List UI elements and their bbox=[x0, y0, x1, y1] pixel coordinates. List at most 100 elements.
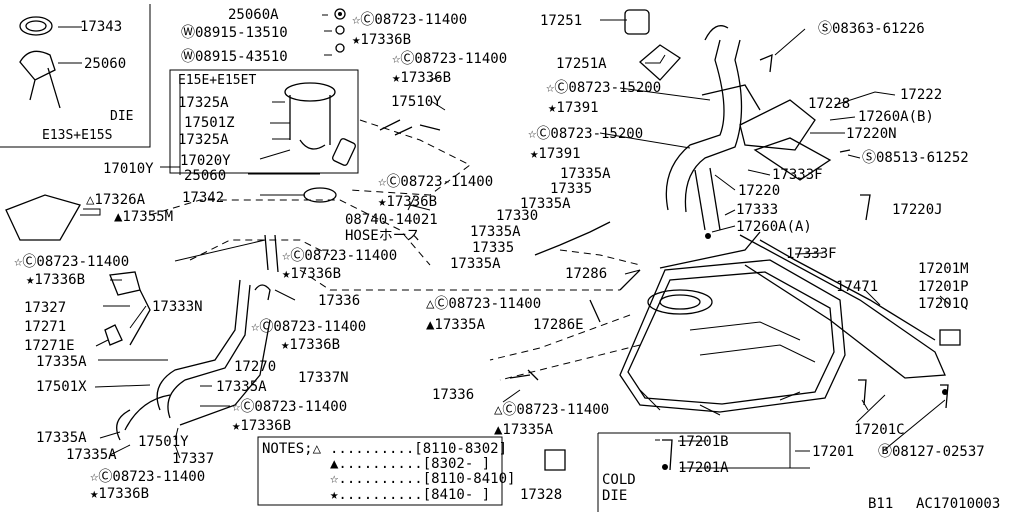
part-label[interactable]: 17333F bbox=[772, 167, 823, 183]
part-label[interactable]: ☆Ⓒ08723-15200 bbox=[528, 126, 643, 142]
fuel-lines bbox=[5, 194, 279, 441]
part-label[interactable]: ☆Ⓒ08723-11400 bbox=[378, 174, 493, 190]
part-label[interactable]: ☆Ⓒ08723-11400 bbox=[282, 248, 397, 264]
part-label[interactable]: 17201A bbox=[678, 460, 729, 476]
part-label[interactable]: 17251A bbox=[556, 56, 607, 72]
part-label[interactable]: 17343 bbox=[80, 19, 122, 35]
part-label[interactable]: 17201Q bbox=[918, 296, 969, 312]
part-label[interactable]: ★17336B bbox=[90, 486, 149, 502]
part-label[interactable]: 17335 bbox=[550, 181, 592, 197]
part-label[interactable]: ☆Ⓒ08723-15200 bbox=[546, 80, 661, 96]
part-label[interactable]: 17335A bbox=[520, 196, 571, 212]
part-label[interactable]: 17325A bbox=[178, 132, 229, 148]
part-label[interactable]: 17471 bbox=[836, 279, 878, 295]
part-label[interactable]: 17260A(A) bbox=[736, 219, 812, 235]
part-label[interactable]: 17333N bbox=[152, 299, 203, 315]
part-label[interactable]: ▲17355M bbox=[114, 209, 173, 225]
part-label[interactable]: 17335A bbox=[36, 430, 87, 446]
part-label[interactable]: 17335A bbox=[560, 166, 611, 182]
part-label[interactable]: 17336 bbox=[318, 293, 360, 309]
part-label[interactable]: 17510Y bbox=[391, 94, 442, 110]
part-label[interactable]: 17501Z bbox=[184, 115, 235, 131]
part-label[interactable]: 17271 bbox=[24, 319, 66, 335]
part-label[interactable]: 17222 bbox=[900, 87, 942, 103]
cold-frame bbox=[597, 432, 791, 512]
part-label[interactable]: ☆Ⓒ08723-11400 bbox=[232, 399, 347, 415]
part-label[interactable]: 17335A bbox=[36, 354, 87, 370]
note-row: ★..........[8410- ] bbox=[330, 487, 490, 503]
part-label[interactable]: 17342 bbox=[182, 190, 224, 206]
part-label[interactable]: 25060 bbox=[84, 56, 126, 72]
notes-frame bbox=[257, 436, 503, 506]
part-label[interactable]: 17220N bbox=[846, 126, 897, 142]
part-label[interactable]: 17010Y bbox=[103, 161, 154, 177]
part-label[interactable]: 17228 bbox=[808, 96, 850, 112]
part-label[interactable]: △17326A bbox=[86, 192, 146, 208]
variant-label: E15E+E15ET bbox=[178, 73, 256, 88]
part-label[interactable]: 17335A bbox=[450, 256, 501, 272]
part-label[interactable]: ★17336B bbox=[232, 418, 291, 434]
part-label[interactable]: 17337N bbox=[298, 370, 349, 386]
part-label[interactable]: 17333 bbox=[736, 202, 778, 218]
part-label[interactable]: ★17336B bbox=[392, 70, 451, 86]
die-inset-frame bbox=[0, 4, 151, 148]
part-label[interactable]: 17220 bbox=[738, 183, 780, 199]
fuel-tank bbox=[489, 231, 946, 416]
part-label[interactable]: 17201P bbox=[918, 279, 969, 295]
part-label[interactable]: 17335A bbox=[470, 224, 521, 240]
part-label[interactable]: 17501Y bbox=[138, 434, 189, 450]
part-label[interactable]: ☆Ⓒ08723-11400 bbox=[352, 12, 467, 28]
part-label[interactable]: ☆Ⓒ08723-11400 bbox=[251, 319, 366, 335]
part-label[interactable]: ★17391 bbox=[530, 146, 581, 162]
part-label[interactable]: 08740-14021 bbox=[345, 212, 438, 228]
part-label[interactable]: 17251 bbox=[540, 13, 582, 29]
part-label[interactable]: ★17391 bbox=[548, 100, 599, 116]
part-label[interactable]: 25060 bbox=[184, 168, 226, 184]
part-label[interactable]: Ⓦ08915-43510 bbox=[181, 49, 288, 65]
part-label[interactable]: ★17336B bbox=[26, 272, 85, 288]
part-label[interactable]: 17328 bbox=[520, 487, 562, 503]
frames bbox=[0, 4, 791, 512]
part-label[interactable]: ☆Ⓒ08723-11400 bbox=[90, 469, 205, 485]
part-label[interactable]: HOSEホース bbox=[345, 228, 420, 244]
part-label[interactable]: 17201M bbox=[918, 261, 969, 277]
part-label[interactable]: 17335A bbox=[216, 379, 267, 395]
part-label[interactable]: 17201C bbox=[854, 422, 905, 438]
part-label[interactable]: 17286E bbox=[533, 317, 584, 333]
page-code: B11 bbox=[868, 496, 893, 512]
part-label[interactable]: 17330 bbox=[496, 208, 538, 224]
part-label[interactable]: 17270 bbox=[234, 359, 276, 375]
part-label[interactable]: ☆Ⓒ08723-11400 bbox=[14, 254, 129, 270]
part-label[interactable]: 17325A bbox=[178, 95, 229, 111]
part-label[interactable]: 17260A(B) bbox=[858, 109, 934, 125]
part-label[interactable]: Ⓦ08915-13510 bbox=[181, 25, 288, 41]
part-label[interactable]: ▲17335A bbox=[426, 317, 486, 333]
part-label[interactable]: ★17336B bbox=[352, 32, 411, 48]
part-label[interactable]: △Ⓒ08723-11400 bbox=[494, 402, 609, 418]
part-label[interactable]: ▲17335A bbox=[494, 422, 554, 438]
part-label[interactable]: 17327 bbox=[24, 300, 66, 316]
part-label[interactable]: ☆Ⓒ08723-11400 bbox=[392, 51, 507, 67]
part-labels: 17343 25060 DIE E13S+E15S E15E+E15ET 250… bbox=[14, 7, 1000, 512]
part-label[interactable]: 17020Y bbox=[180, 153, 231, 169]
part-label[interactable]: 17337 bbox=[172, 451, 214, 467]
part-label[interactable]: 17501X bbox=[36, 379, 87, 395]
part-label[interactable]: 17201B bbox=[678, 434, 729, 450]
part-label[interactable]: 17286 bbox=[565, 266, 607, 282]
part-label[interactable]: ★17336B bbox=[378, 194, 437, 210]
part-label[interactable]: 25060A bbox=[228, 7, 279, 23]
part-label[interactable]: 17336 bbox=[432, 387, 474, 403]
part-label[interactable]: Ⓢ08513-61252 bbox=[862, 150, 969, 166]
part-label[interactable]: 17201 bbox=[812, 444, 854, 460]
part-label[interactable]: 17335 bbox=[472, 240, 514, 256]
part-label[interactable]: 17271E bbox=[24, 338, 75, 354]
markers bbox=[338, 12, 948, 470]
part-label[interactable]: 17333F bbox=[786, 246, 837, 262]
part-label[interactable]: Ⓢ08363-61226 bbox=[818, 21, 925, 37]
part-label[interactable]: 17335A bbox=[66, 447, 117, 463]
part-label[interactable]: ★17336B bbox=[282, 266, 341, 282]
part-label[interactable]: ★17336B bbox=[281, 337, 340, 353]
part-label[interactable]: 17220J bbox=[892, 202, 943, 218]
part-label[interactable]: △Ⓒ08723-11400 bbox=[426, 296, 541, 312]
part-label[interactable]: Ⓑ08127-02537 bbox=[878, 444, 985, 460]
